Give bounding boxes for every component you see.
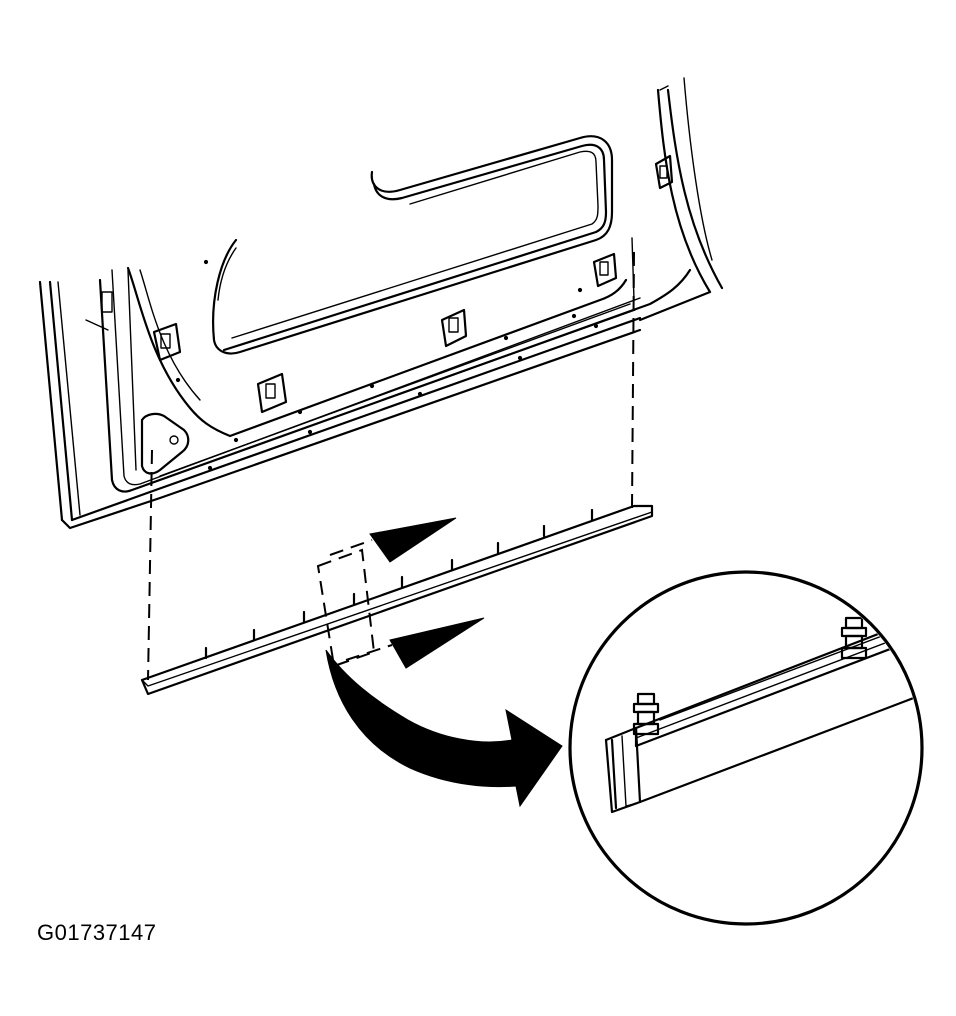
stud-right bbox=[840, 616, 868, 660]
direction-arrows bbox=[329, 517, 485, 669]
figure-id-label: G01737147 bbox=[37, 920, 157, 945]
callout-arrow bbox=[325, 649, 563, 808]
stud-left bbox=[632, 692, 660, 736]
door-bottom-molding bbox=[140, 504, 654, 696]
door-panel bbox=[38, 77, 724, 530]
molding-clips bbox=[204, 508, 594, 660]
molding-end-detail-callout bbox=[568, 570, 924, 926]
alignment-lines bbox=[147, 251, 635, 681]
